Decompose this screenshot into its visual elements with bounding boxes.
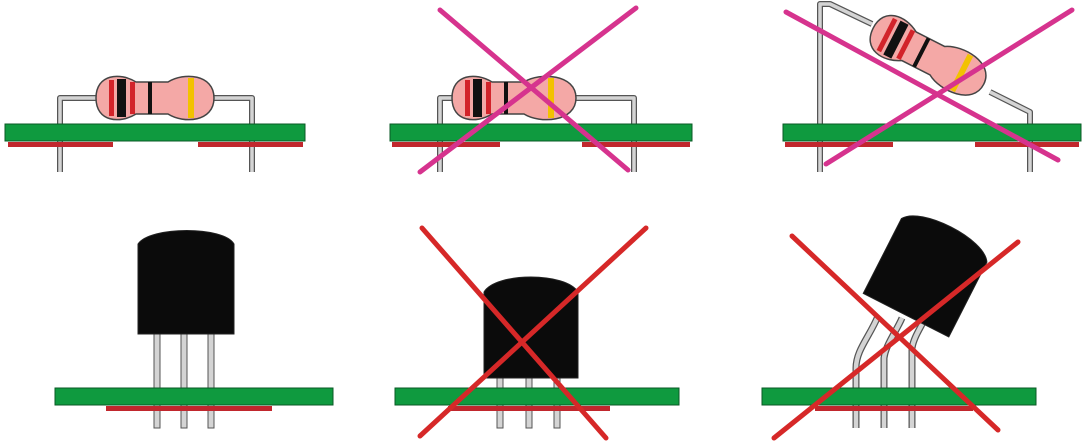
copper-pad xyxy=(815,406,973,411)
pcb-board xyxy=(389,123,693,142)
lead xyxy=(57,95,255,172)
cross-mark xyxy=(417,5,639,175)
color-band xyxy=(148,82,152,114)
pcb-board xyxy=(782,123,1082,142)
color-band xyxy=(912,37,931,68)
color-band xyxy=(130,82,135,114)
color-band xyxy=(486,82,491,114)
panel-transistor-correct xyxy=(54,230,334,429)
copper-pad xyxy=(448,406,610,411)
copper-pad xyxy=(8,142,113,147)
pcb-board xyxy=(4,123,306,142)
panel-resistor-tilted xyxy=(782,1,1082,172)
resistor-body xyxy=(95,75,215,121)
copper-pad xyxy=(198,142,303,147)
copper-pad xyxy=(785,142,893,147)
resistor-body xyxy=(869,14,987,96)
panel-resistor-lifted xyxy=(389,5,693,175)
color-band xyxy=(188,78,194,118)
color-band xyxy=(473,79,482,117)
color-band xyxy=(117,79,126,117)
color-band xyxy=(876,17,898,53)
color-band xyxy=(465,80,470,116)
transistor-body xyxy=(862,215,988,338)
pcb-board xyxy=(54,387,334,406)
pcb-board xyxy=(394,387,680,406)
cross-mark xyxy=(783,7,1075,167)
transistor-body xyxy=(137,230,235,335)
copper-pad xyxy=(392,142,500,147)
panel-transistor-pressed xyxy=(394,225,680,441)
lead xyxy=(817,1,1033,172)
color-band xyxy=(883,20,909,59)
color-band xyxy=(504,82,508,114)
copper-pad xyxy=(582,142,690,147)
cross-mark xyxy=(771,233,1021,441)
color-band xyxy=(548,78,554,118)
copper-pad xyxy=(106,406,272,411)
panel-resistor-correct xyxy=(4,75,306,172)
color-band xyxy=(109,80,114,116)
cross-mark xyxy=(417,225,649,441)
color-band xyxy=(896,29,916,60)
panel-transistor-tilted xyxy=(761,215,1037,441)
pcb-board xyxy=(761,387,1037,406)
